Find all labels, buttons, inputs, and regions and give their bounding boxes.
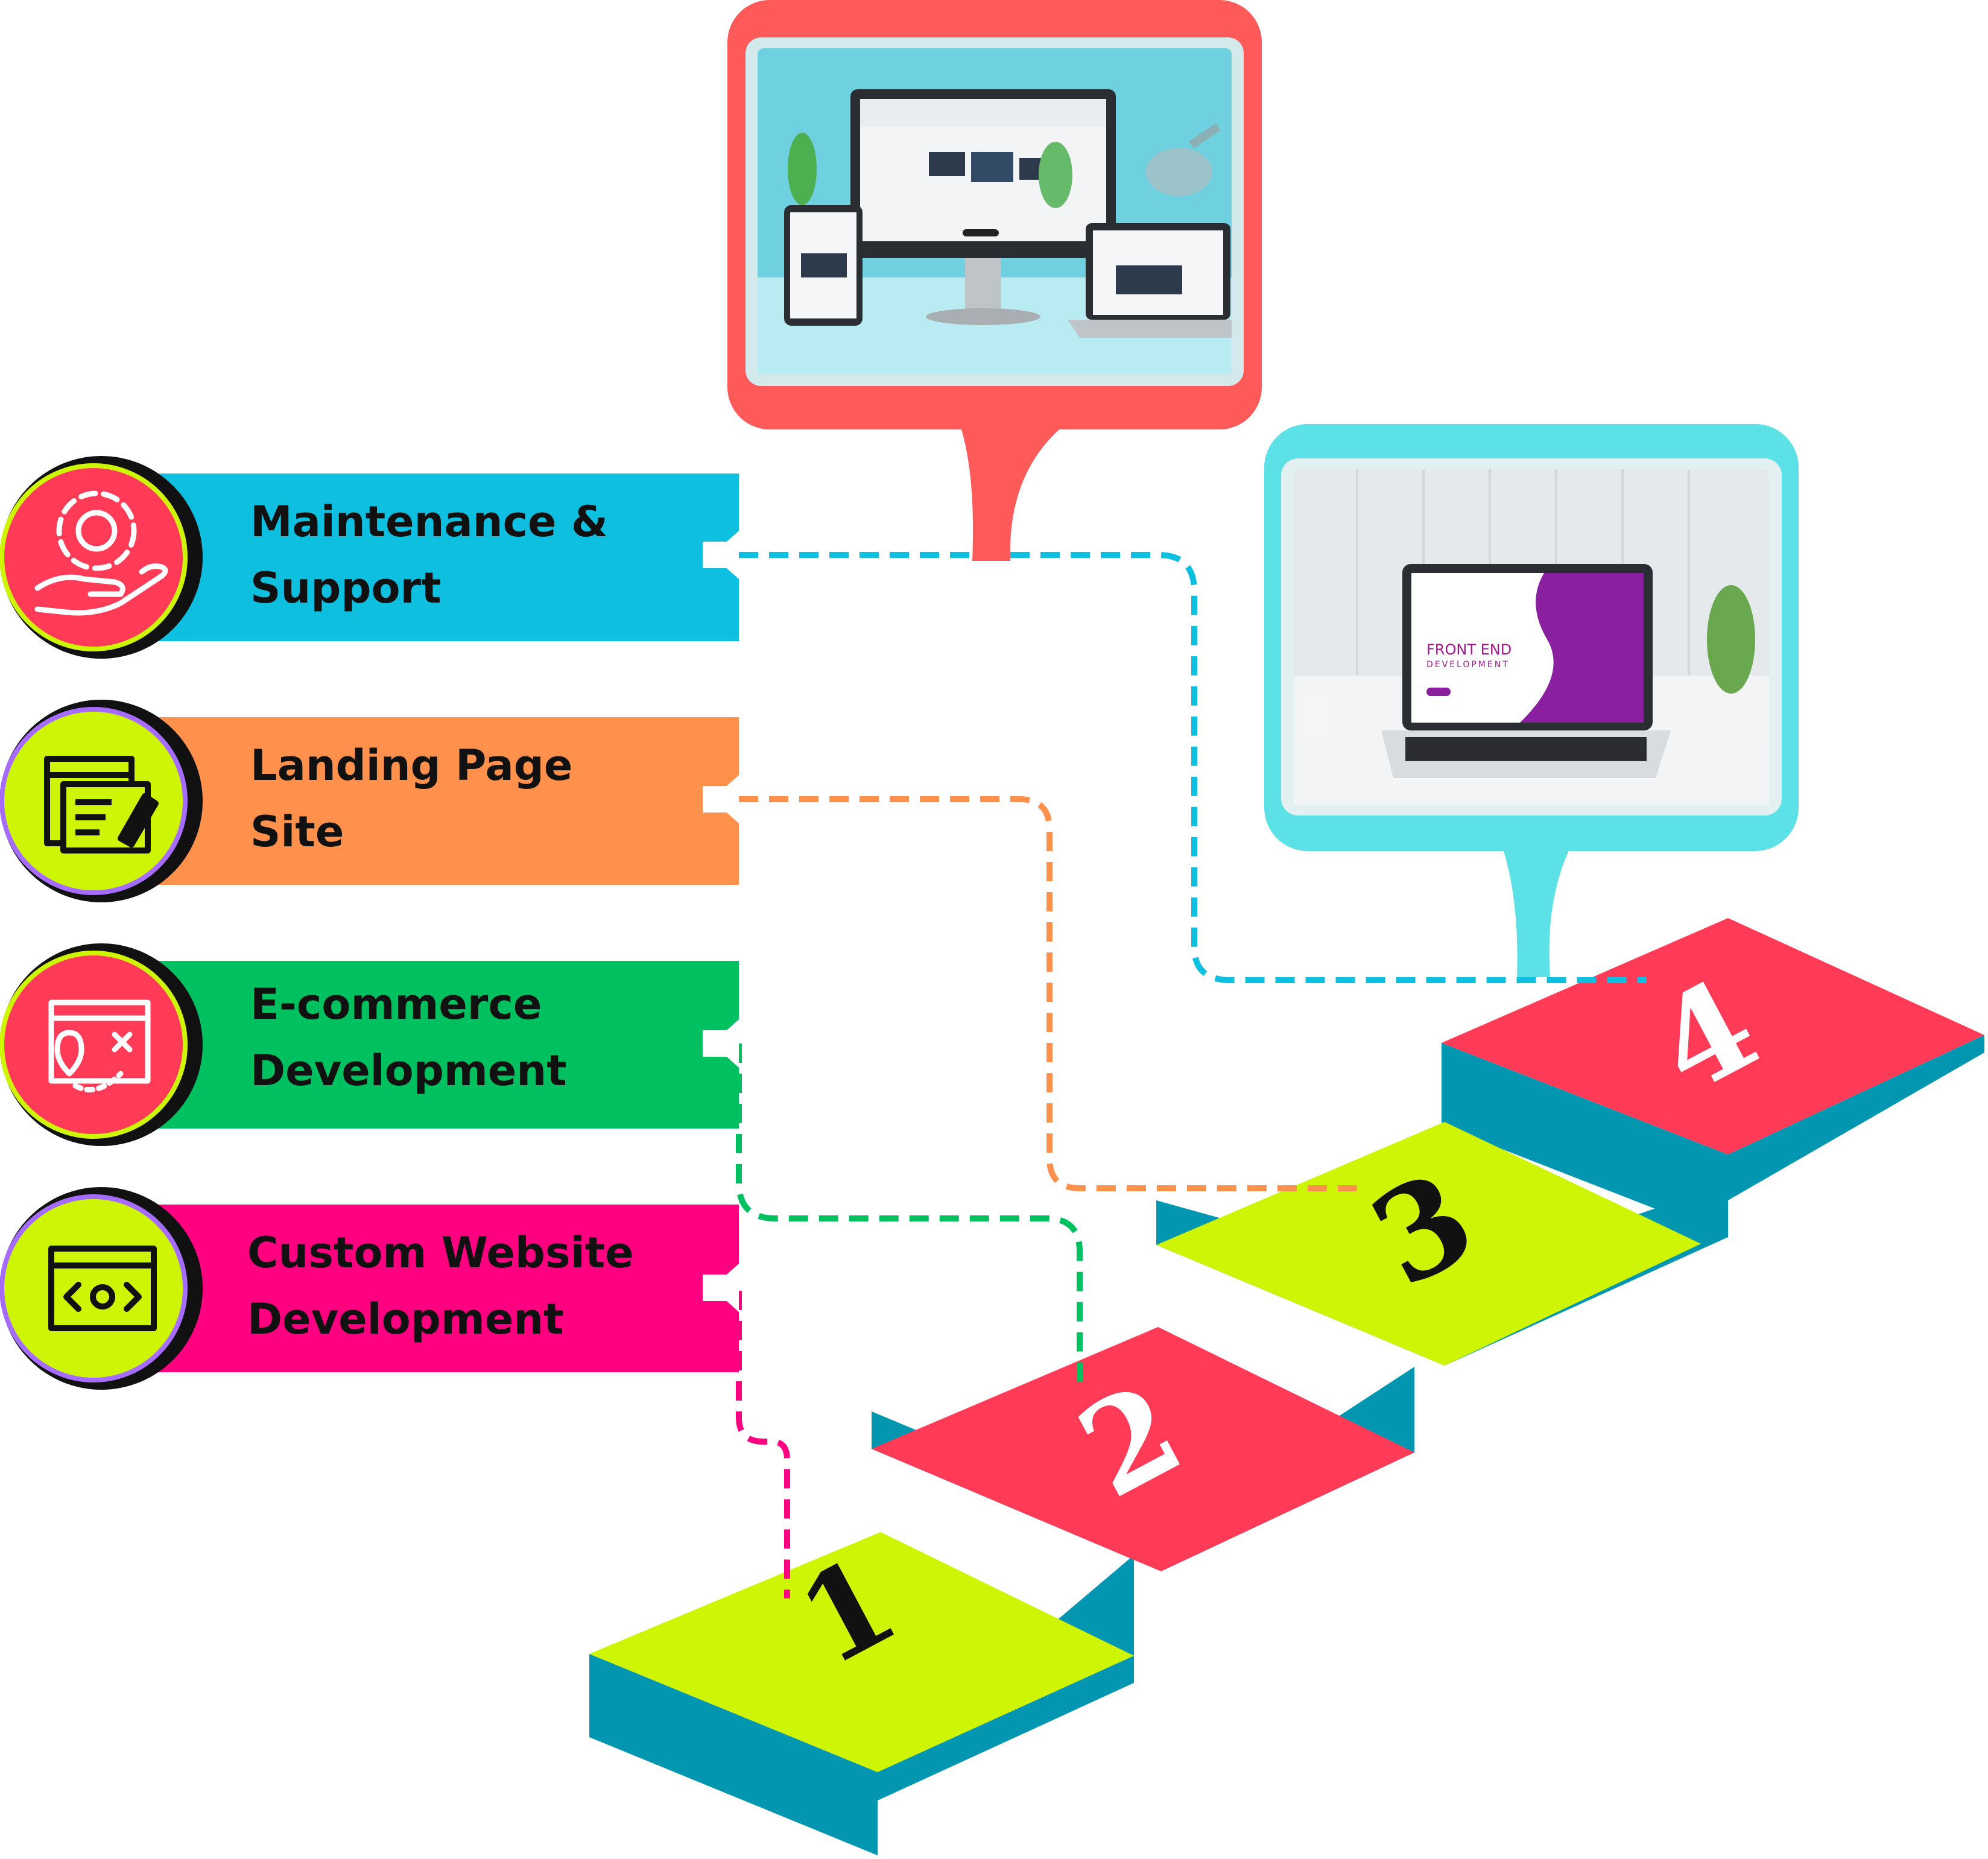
responsive-devices-photo xyxy=(758,48,1232,374)
banner-custom xyxy=(0,1187,739,1390)
landing-label-line2: Site xyxy=(250,807,344,857)
banner-maintenance xyxy=(0,456,739,659)
banner-landing xyxy=(0,700,739,902)
landing-label-line1: Landing Page xyxy=(250,741,573,790)
banner-ecommerce-bar xyxy=(139,961,739,1129)
maintenance-label-line1: Maintenance & xyxy=(250,497,608,546)
step-1-foot xyxy=(878,1656,1134,1800)
maintenance-circle xyxy=(0,463,188,651)
step-4-top xyxy=(1442,918,1984,1154)
step-3-top xyxy=(1156,1122,1701,1366)
pin-right: FRONT END DEVELOPMENT xyxy=(1264,424,1799,977)
landing-label: Landing Page Site xyxy=(250,732,572,865)
screen-title: FRONT END xyxy=(1426,641,1512,658)
pin-right-pointer xyxy=(1496,829,1580,977)
step-1-top xyxy=(589,1532,1134,1772)
location-map-icon xyxy=(48,999,151,1093)
connector-landing xyxy=(739,796,1357,1191)
banner-landing-bar xyxy=(139,717,739,885)
step-4-side xyxy=(1728,1035,1984,1200)
laptop-frontend-photo: FRONT END DEVELOPMENT xyxy=(1294,469,1769,805)
ecommerce-label-line2: Development xyxy=(250,1046,567,1095)
connector-ecommerce xyxy=(736,1044,1083,1387)
ecommerce-label-line1: E-commerce xyxy=(250,980,542,1029)
edit-page-icon xyxy=(44,756,159,853)
maintenance-label-line2: Support xyxy=(250,563,442,613)
pin-top-pointer xyxy=(959,422,1068,561)
connector-maintenance xyxy=(739,552,1647,983)
ecommerce-label: E-commerce Development xyxy=(250,971,567,1104)
banner-maintenance-bar xyxy=(139,473,739,641)
connector-custom xyxy=(736,1291,790,1598)
step-2-top xyxy=(872,1327,1414,1571)
custom-label-line1: Custom Website xyxy=(247,1228,634,1278)
custom-label-line2: Development xyxy=(247,1294,564,1344)
staircase: 1 2 3 4 xyxy=(589,918,1984,1855)
banner-ecommerce xyxy=(0,943,739,1146)
step-4-riser xyxy=(1442,1043,1728,1237)
connectors xyxy=(736,552,1647,1598)
code-window-icon xyxy=(48,1246,157,1331)
step-1-riser xyxy=(589,1654,878,1855)
ecommerce-circle xyxy=(0,951,188,1139)
custom-label: Custom Website Development xyxy=(247,1220,634,1352)
screen-subtitle: DEVELOPMENT xyxy=(1426,660,1510,670)
banner-custom-bar xyxy=(139,1205,739,1372)
gear-hand-icon xyxy=(34,490,168,616)
pin-top xyxy=(727,0,1262,561)
maintenance-label: Maintenance & Support xyxy=(250,489,608,621)
